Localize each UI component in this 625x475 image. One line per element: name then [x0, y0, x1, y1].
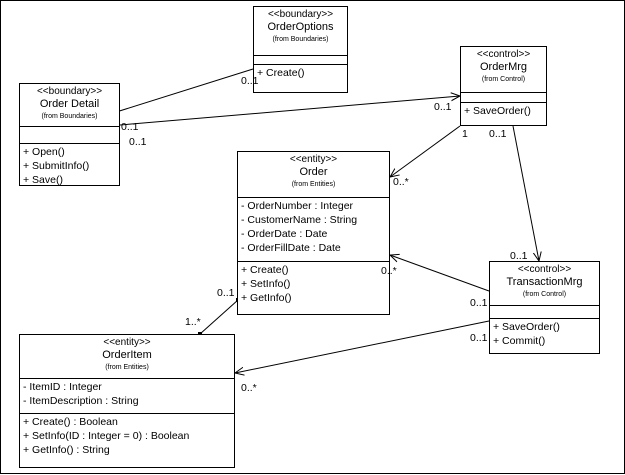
multiplicity-label: 1: [462, 128, 468, 140]
multiplicity-label: 0..1: [510, 250, 528, 262]
class-header: <<control>> TransactionMrg (from Control…: [490, 262, 599, 306]
class-order[interactable]: <<entity>> Order (from Entities) - Order…: [237, 151, 390, 315]
operation: + SaveOrder(): [464, 105, 531, 117]
package-label: (from Boundaries): [41, 113, 98, 120]
attribute: - OrderFillDate : Date: [241, 242, 341, 254]
multiplicity-label: 0..1: [434, 101, 452, 113]
attribute-compartment: - ItemID : Integer - ItemDescription : S…: [20, 379, 234, 414]
operation-compartment: + Create() : Boolean + SetInfo(ID : Inte…: [20, 414, 234, 458]
attribute: - ItemDescription : String: [23, 395, 139, 407]
multiplicity-label: 1..*: [185, 316, 201, 328]
package-label: (from Control): [522, 291, 567, 298]
operation: + Create(): [241, 264, 289, 276]
class-header: <<entity>> Order (from Entities): [238, 152, 389, 198]
assoc-mrg-order: [390, 125, 461, 177]
class-order-item[interactable]: <<entity>> OrderItem (from Entities) - I…: [19, 334, 235, 468]
operation-compartment: + Open() + SubmitInfo() + Save(): [20, 144, 119, 188]
class-order-detail[interactable]: <<boundary>> Order Detail (from Boundari…: [19, 83, 120, 186]
multiplicity-label: 0..1: [129, 136, 147, 148]
operation-compartment: + Create() + SetInfo() + GetInfo(): [238, 262, 389, 306]
multiplicity-label: 0..1: [217, 287, 235, 299]
stereotype: <<control>>: [517, 264, 572, 275]
attribute: - OrderDate : Date: [241, 228, 328, 240]
assoc-order-item: [199, 299, 239, 335]
attribute-compartment: - OrderNumber : Integer - CustomerName :…: [238, 198, 389, 262]
attribute: - CustomerName : String: [241, 214, 358, 226]
attribute-compartment: [20, 127, 119, 144]
operation: + SetInfo(): [241, 278, 291, 290]
class-name: Order: [299, 166, 328, 178]
operation: + GetInfo(): [241, 292, 292, 304]
assoc-transaction-order: [390, 255, 490, 292]
stereotype: <<boundary>>: [267, 9, 334, 20]
attribute-compartment: [461, 93, 546, 103]
multiplicity-label: 0..*: [381, 265, 397, 277]
class-order-mrg[interactable]: <<control>> OrderMrg (from Control) + Sa…: [460, 46, 547, 126]
operation: + SetInfo(ID : Integer = 0) : Boolean: [23, 430, 190, 442]
operation-compartment: + Create(): [254, 65, 347, 81]
class-name: TransactionMrg: [506, 276, 583, 288]
attribute: - OrderNumber : Integer: [241, 200, 354, 212]
class-header: <<boundary>> Order Detail (from Boundari…: [20, 84, 119, 127]
class-header: <<boundary>> OrderOptions (from Boundari…: [254, 7, 347, 56]
class-order-options[interactable]: <<boundary>> OrderOptions (from Boundari…: [253, 6, 348, 93]
multiplicity-label: 0..1: [121, 121, 139, 133]
stereotype: <<entity>>: [103, 337, 151, 348]
package-label: (from Entities): [291, 181, 336, 188]
operation: + Save(): [23, 174, 63, 186]
package-label: (from Control): [481, 76, 526, 83]
class-header: <<control>> OrderMrg (from Control): [461, 47, 546, 93]
assoc-transaction-item: [235, 320, 490, 373]
operation: + GetInfo() : String: [23, 444, 110, 456]
operation: + Commit(): [493, 335, 546, 347]
attribute: - ItemID : Integer: [23, 381, 102, 393]
operation: + SubmitInfo(): [23, 160, 90, 172]
package-label: (from Entities): [105, 364, 149, 371]
class-name: OrderOptions: [267, 21, 334, 33]
attribute-compartment: [254, 56, 347, 65]
operation: + Open(): [23, 146, 65, 158]
stereotype: <<boundary>>: [36, 86, 103, 97]
operation: + Create() : Boolean: [23, 416, 118, 428]
operation: + SaveOrder(): [493, 321, 560, 333]
operation-compartment: + SaveOrder() + Commit(): [490, 319, 599, 349]
class-header: <<entity>> OrderItem (from Entities): [20, 335, 234, 379]
class-name: OrderMrg: [479, 61, 528, 73]
multiplicity-label: 0..*: [393, 176, 409, 188]
attribute-compartment: [490, 306, 599, 319]
assoc-mrg-transaction: [512, 125, 539, 261]
multiplicity-label: 0..1: [470, 332, 488, 344]
stereotype: <<control>>: [476, 49, 531, 60]
operation-compartment: + SaveOrder(): [461, 103, 546, 119]
multiplicity-label: 0..1: [470, 297, 488, 309]
class-transaction-mrg[interactable]: <<control>> TransactionMrg (from Control…: [489, 261, 600, 354]
assoc-options-detail: [94, 68, 254, 119]
package-label: (from Boundaries): [272, 36, 329, 43]
assoc-detail-mrg: [119, 96, 460, 126]
operation: + Create(): [257, 67, 305, 79]
stereotype: <<entity>>: [289, 154, 338, 165]
multiplicity-label: 0..1: [241, 75, 259, 87]
multiplicity-label: 0..1: [489, 128, 507, 140]
multiplicity-label: 0..*: [241, 382, 257, 394]
class-name: Order Detail: [39, 98, 100, 110]
class-name: OrderItem: [102, 349, 152, 361]
